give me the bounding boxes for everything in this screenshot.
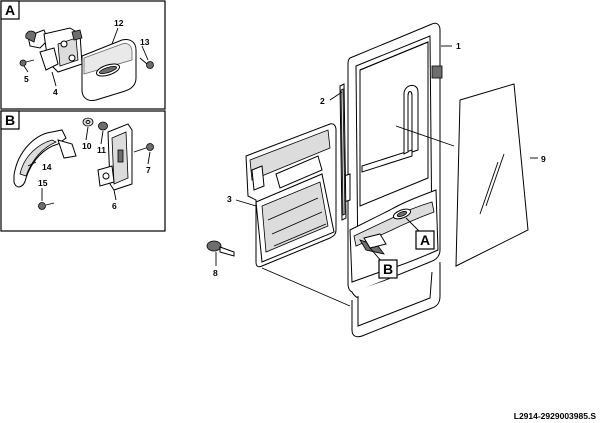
washer-part-10: [82, 117, 94, 127]
callout-11: 11: [97, 145, 106, 155]
callout-14: 14: [42, 162, 52, 172]
reference-code: L2914-2929003985.S: [514, 411, 597, 421]
detail-label-a: A: [415, 230, 435, 250]
callout-6: 6: [112, 201, 117, 211]
screw-part-7: [133, 143, 154, 153]
inset-box-b: B: [0, 110, 166, 232]
callout-7: 7: [146, 165, 151, 175]
door-latch-part: [25, 27, 83, 73]
latch-bracket-part: [97, 123, 133, 191]
inset-box-a: A: [0, 0, 166, 110]
door-frame-part: [343, 22, 443, 338]
svg-text:B: B: [383, 261, 393, 277]
callout-3: 3: [227, 194, 232, 204]
inset-a-label: A: [5, 2, 15, 18]
callout-8: 8: [213, 268, 218, 278]
callout-5: 5: [24, 74, 29, 84]
screw-part-13: [139, 57, 154, 69]
detail-label-b: B: [378, 259, 398, 279]
glass-pane-part: [455, 83, 529, 267]
screw-part-8: [206, 240, 235, 257]
callout-9: 9: [541, 154, 546, 164]
screw-part-5: [19, 59, 35, 67]
callout-13: 13: [140, 37, 150, 47]
callout-10: 10: [82, 141, 92, 151]
svg-text:A: A: [420, 232, 430, 248]
door-trim-panel-part: [245, 123, 337, 268]
seal-strip-part: [339, 83, 347, 221]
callout-4: 4: [53, 87, 58, 97]
inner-grip-handle-part: [13, 129, 77, 188]
callout-12: 12: [114, 18, 124, 28]
callout-15: 15: [38, 178, 48, 188]
callout-1: 1: [456, 41, 461, 51]
nut-part-11: [98, 121, 108, 131]
screw-part-15: [38, 202, 55, 210]
callout-2: 2: [320, 96, 325, 106]
inset-b-label: B: [5, 112, 15, 128]
handle-cover-part: [81, 39, 137, 101]
